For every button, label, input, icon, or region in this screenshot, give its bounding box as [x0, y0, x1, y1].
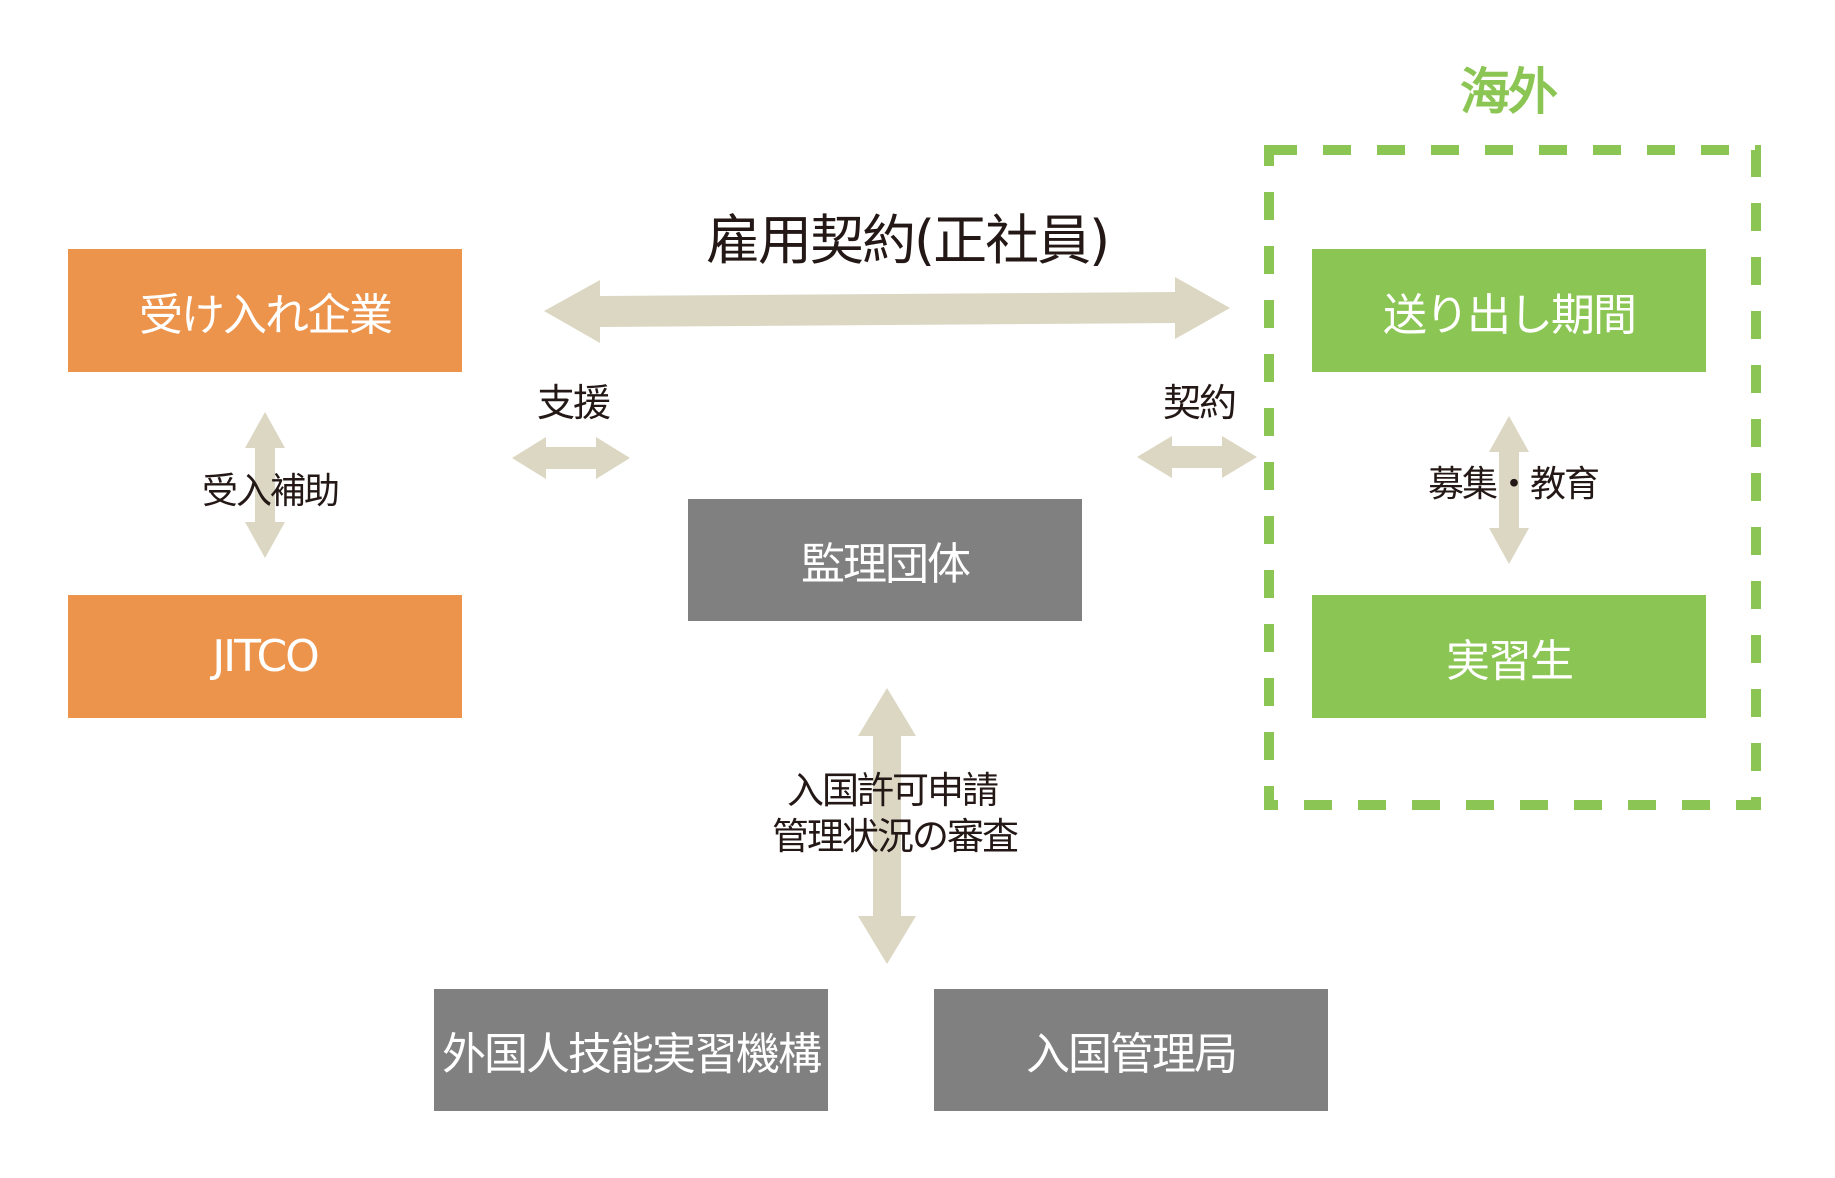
otit-node[interactable]: 外国人技能実習機構	[434, 989, 828, 1111]
acceptance-aid-arrow	[245, 412, 285, 558]
otit-label: 外国人技能実習機構	[442, 1029, 822, 1080]
sending-agency-label: 送り出し期間	[1383, 289, 1637, 341]
trainee-node[interactable]: 実習生	[1312, 595, 1706, 718]
employment-contract-label: 雇用契約(正社員)	[706, 209, 1110, 272]
recruit-educate-label: 募集・教育	[1428, 464, 1600, 505]
host-company-node[interactable]: 受け入れ企業	[68, 249, 462, 372]
immigration-bureau-label: 入国管理局	[1026, 1029, 1238, 1080]
immigration-permit-label: 入国許可申請	[787, 769, 999, 812]
immigration-review-arrow	[858, 688, 916, 964]
support-label: 支援	[537, 381, 611, 425]
supervising-org-node[interactable]: 監理団体	[688, 499, 1082, 621]
management-review-label: 管理状況の審査	[772, 815, 1019, 858]
overseas-region-border	[1264, 145, 1761, 810]
host-company-label: 受け入れ企業	[139, 289, 393, 341]
immigration-bureau-node[interactable]: 入国管理局	[934, 989, 1328, 1111]
trainee-label: 実習生	[1446, 635, 1574, 687]
acceptance-aid-label: 受入補助	[202, 471, 340, 512]
overseas-region-label: 海外	[1460, 63, 1558, 121]
contract-arrow	[1137, 436, 1257, 478]
supervising-org-label: 監理団体	[801, 539, 971, 590]
support-arrow	[512, 437, 630, 479]
recruit-educate-arrow	[1489, 416, 1529, 564]
contract-label: 契約	[1163, 381, 1237, 425]
jitco-label: JITCO	[212, 631, 320, 682]
jitco-node[interactable]: JITCO	[68, 595, 462, 718]
sending-agency-node[interactable]: 送り出し期間	[1312, 249, 1706, 372]
employment-arrow	[544, 277, 1230, 343]
